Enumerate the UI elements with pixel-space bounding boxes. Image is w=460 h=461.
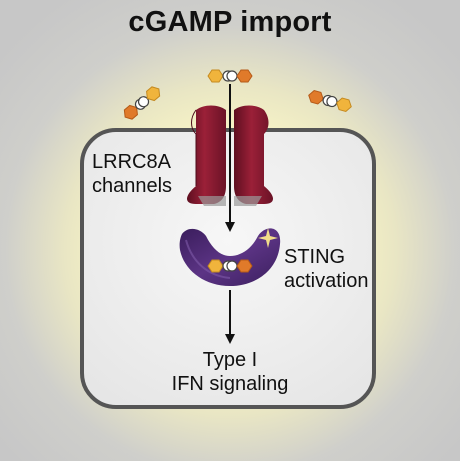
sting-dimer — [179, 228, 281, 286]
output-label-line2: IFN signaling — [171, 373, 289, 395]
cgamp-molecule-top — [207, 69, 253, 83]
lrrc8a-channel — [187, 105, 273, 206]
sting-label-line2: activation — [284, 270, 369, 292]
output-label-line1: Type I — [202, 349, 258, 371]
diagram-title: cGAMP import — [128, 6, 332, 38]
channels-label: LRRC8A channels — [92, 150, 172, 198]
cgamp-molecule-right — [308, 89, 352, 113]
cgamp-molecule-bound — [207, 259, 253, 273]
import-arrow — [225, 84, 235, 232]
output-label: Type I IFN signaling — [140, 348, 320, 396]
sparkle-icon — [258, 228, 278, 248]
signaling-arrow — [225, 290, 235, 344]
sting-label: STING activation — [284, 245, 369, 293]
channels-label-line1: LRRC8A — [92, 151, 171, 173]
channels-label-line2: channels — [92, 175, 173, 197]
sting-label-line1: STING — [284, 246, 346, 268]
cgamp-molecule-left — [123, 86, 161, 120]
